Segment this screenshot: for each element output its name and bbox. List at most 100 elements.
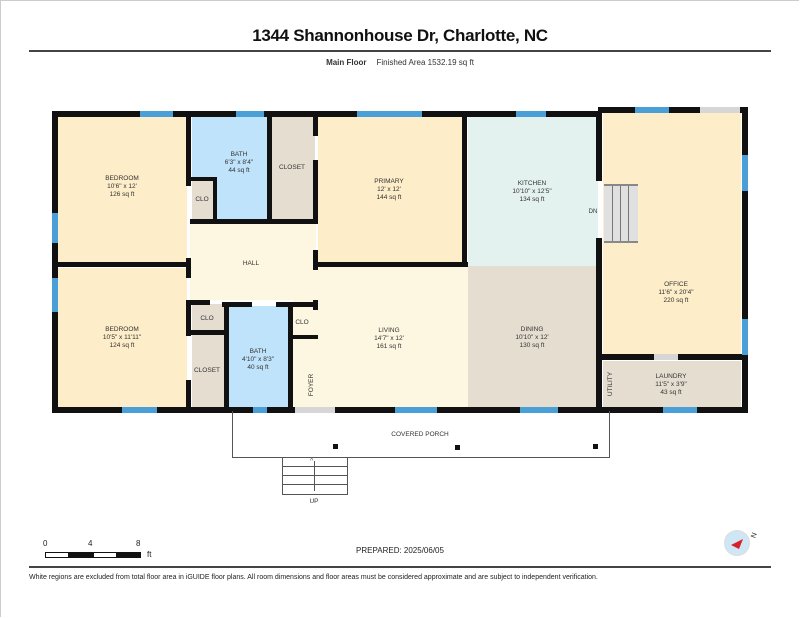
label-dining: DINING 10'10" x 12' 130 sq ft [515,326,548,350]
prepared-date: PREPARED: 2025/06/05 [356,546,444,555]
room-name: BATH [230,151,248,158]
window [236,111,264,117]
wall [190,219,318,224]
disclaimer: White regions are excluded from total fl… [29,574,598,581]
room-dims: 10'6" x 12' [107,183,137,190]
room-dims: 6'3" x 8'4" [224,159,254,166]
porch-post [333,444,338,449]
window [52,278,58,312]
room-area: 44 sq ft [228,167,250,174]
room-dims: 12' x 12' [377,186,401,193]
room-name: LIVING [378,327,400,334]
label-hall: HALL [242,260,260,267]
porch-post [455,445,460,450]
wall [186,258,191,278]
covered-porch [232,411,610,458]
label-foyer: FOYER [308,373,315,397]
window [635,107,669,113]
wall [186,380,191,410]
scale-tick: 8 [136,539,141,548]
room-bedroom-1 [57,116,187,264]
window [140,111,173,117]
label-primary: PRIMARY 12' x 12' 144 sq ft [374,178,404,202]
window [52,213,58,243]
up-arrow-icon: ^ [310,458,314,465]
room-clo-2 [192,304,224,330]
finished-area: Finished Area 1532.19 sq ft [376,58,474,67]
room-closet-2 [192,335,224,408]
label-clo-2: CLO [200,315,214,322]
room-dims: 11'5" x 3'9" [655,381,687,388]
wall [602,354,654,360]
window [663,407,697,413]
header-divider [29,50,771,52]
porch-post [593,444,598,449]
room-dims: 10'10" x 12' [515,334,549,341]
wall [596,111,602,181]
room-area: 124 sq ft [109,342,135,349]
wall [742,107,748,413]
room-bedroom-2 [57,268,187,408]
room-area: 40 sq ft [247,364,269,371]
room-name: BEDROOM [105,175,139,182]
label-utility: UTILITY [607,371,614,397]
room-dims: 4'10" x 8'3" [241,356,275,363]
wall [222,302,252,307]
wall [596,238,602,410]
label-bath-2: BATH 4'10" x 8'3" 40 sq ft [242,348,274,372]
room-name: BATH [249,348,267,355]
wall [52,111,601,117]
wall [267,116,272,222]
scale-unit: ft [147,550,152,559]
window [253,407,267,413]
room-living [293,266,468,408]
room-closet-1 [272,116,315,220]
room-dims: 10'5" x 11'11" [102,334,142,341]
window [395,407,437,413]
label-bedroom-2: BEDROOM 10'5" x 11'11" 124 sq ft [103,326,141,350]
room-name: BEDROOM [105,326,139,333]
wall [313,300,318,310]
label-closet-2: CLOSET [193,367,221,374]
scale-tick: 0 [43,539,48,548]
room-area: 220 sq ft [663,297,689,304]
wall [224,302,229,410]
window [520,407,558,413]
room-name: OFFICE [664,281,688,288]
wall [190,300,210,305]
wall [190,177,216,181]
room-dims: 14'7" x 12' [374,335,404,342]
room-area: 134 sq ft [519,196,545,203]
label-kitchen: KITCHEN 10'10" x 12'5" 134 sq ft [512,180,551,204]
wall [598,107,748,113]
label-bath-1: BATH 6'3" x 8'4" 44 sq ft [225,151,253,175]
wall [313,116,318,136]
window [742,155,748,191]
room-dims: 11'6" x 20'4" [658,289,694,296]
label-closet-1: CLOSET [278,164,306,171]
room-area: 161 sq ft [376,343,402,350]
wall [57,262,190,267]
scale-tick: 4 [88,539,93,548]
label-laundry: LAUNDRY 11'5" x 3'9" 43 sq ft [655,373,687,397]
wall [190,330,226,335]
window [742,319,748,355]
room-primary [318,116,463,264]
label-stairs-up: UP [309,498,319,505]
stairs-down-label: DN [588,209,598,215]
doorway [700,107,740,113]
stairs-down [604,184,638,243]
label-office: OFFICE 11'6" x 20'4" 220 sq ft [658,281,693,305]
wall [313,250,318,270]
room-area: 130 sq ft [519,342,545,349]
label-clo-1: CLO [195,196,209,203]
label-clo-3: CLO [295,319,309,326]
room-kitchen [468,116,598,266]
page-title: 1344 Shannonhouse Dr, Charlotte, NC [252,26,548,45]
wall [313,160,318,220]
room-name: LAUNDRY [655,373,687,380]
wall [288,302,293,410]
room-dining [468,266,598,408]
